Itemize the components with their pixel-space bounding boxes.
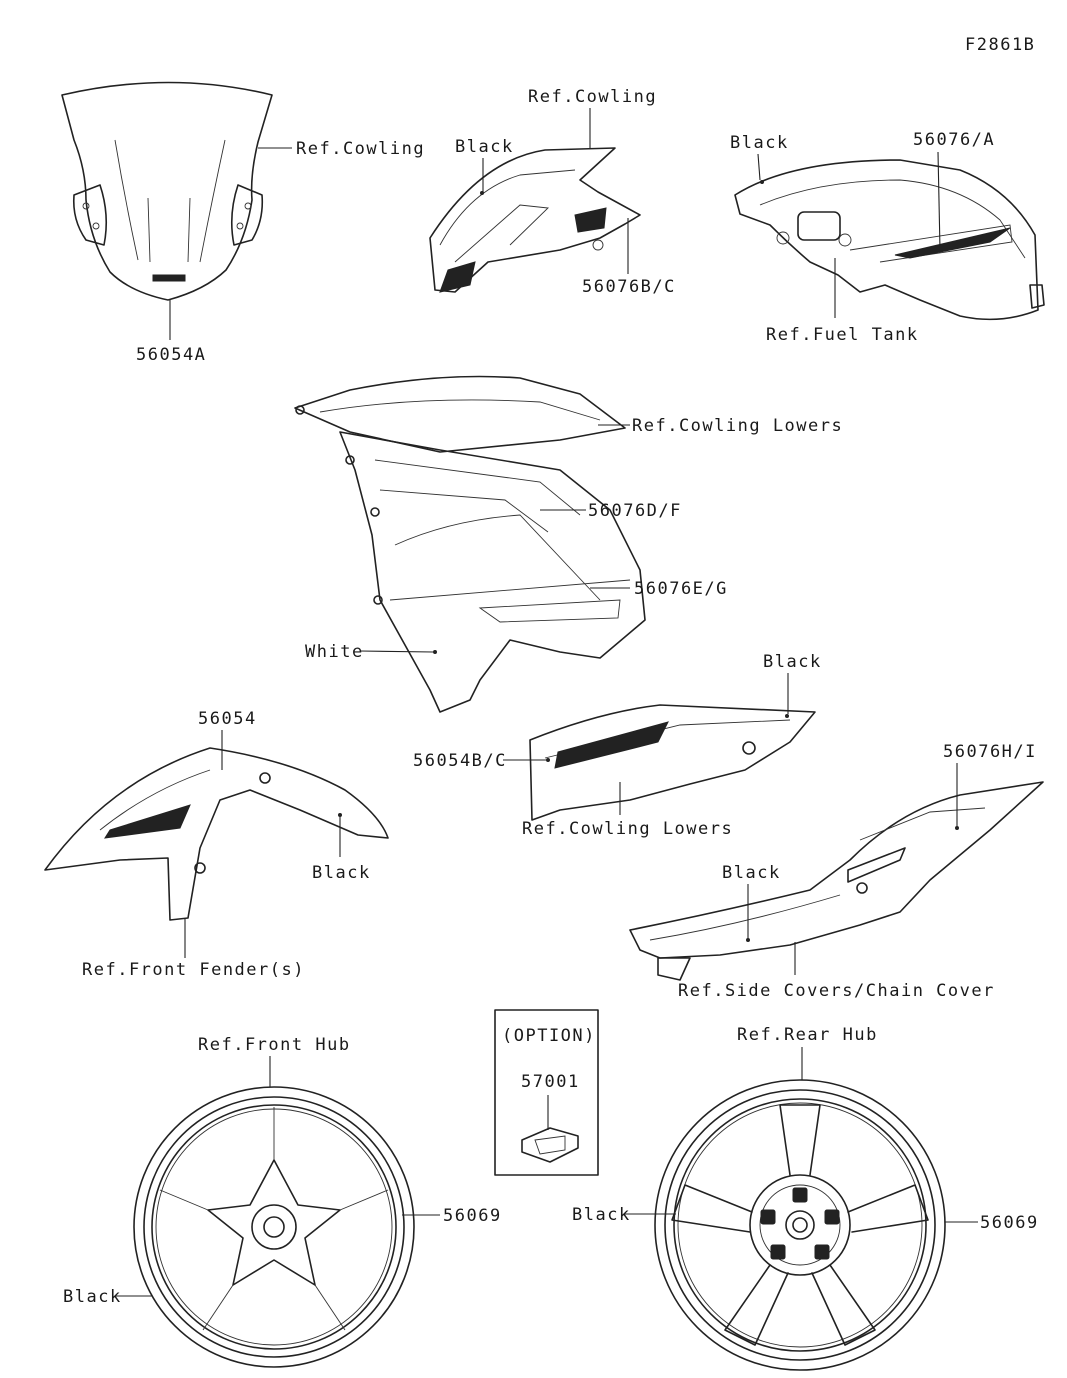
front-fender-color-label: Black: [312, 863, 371, 883]
side-cowl-part-upper-label: 56076D/F: [588, 501, 682, 521]
front-fender-part-label: 56054: [198, 709, 257, 729]
under-cowl-part-label: 56054B/C: [413, 751, 507, 771]
side-cowl: [294, 375, 646, 713]
windscreen: [61, 81, 273, 301]
side-cowl-ref-label: Ref.Cowling Lowers: [632, 416, 843, 436]
side-cowl-part-lower-label: 56076E/G: [634, 579, 728, 599]
upper-cowl-part-label: 56076B/C: [582, 277, 676, 297]
front-wheel: [133, 1086, 415, 1368]
tail-cover-color-label: Black: [722, 863, 781, 883]
upper-cowl-color-label: Black: [455, 137, 514, 157]
tail-cover-part-label: 56076H/I: [943, 742, 1037, 762]
windscreen-part-label: 56054A: [136, 345, 206, 365]
under-cowl-ref-label: Ref.Cowling Lowers: [522, 819, 733, 839]
side-cowl-color-label: White: [305, 642, 364, 662]
under-cowl: [529, 704, 816, 821]
option-box: [494, 1009, 599, 1176]
rear-wheel-part-label: 56069: [980, 1213, 1039, 1233]
upper-cowl: [429, 147, 641, 293]
fuel-tank-ref-label: Ref.Fuel Tank: [766, 325, 919, 345]
fuel-tank: [734, 159, 1045, 321]
fuel-tank-part-label: 56076/A: [913, 130, 995, 150]
front-fender: [44, 747, 389, 921]
tail-cover-ref-label: Ref.Side Covers/Chain Cover: [678, 981, 995, 1001]
option-box-part-label: 57001: [521, 1072, 580, 1092]
rear-wheel-color-label: Black: [572, 1205, 631, 1225]
rear-wheel: [654, 1079, 946, 1371]
front-fender-ref-label: Ref.Front Fender(s): [82, 960, 305, 980]
figure-id: F2861B: [965, 35, 1035, 55]
under-cowl-color-label: Black: [763, 652, 822, 672]
fuel-tank-color-label: Black: [730, 133, 789, 153]
rear-wheel-ref-label: Ref.Rear Hub: [737, 1025, 878, 1045]
front-wheel-part-label: 56069: [443, 1206, 502, 1226]
front-wheel-color-label: Black: [63, 1287, 122, 1307]
front-wheel-ref-label: Ref.Front Hub: [198, 1035, 351, 1055]
windscreen-ref-label: Ref.Cowling: [296, 139, 425, 159]
upper-cowl-ref-label: Ref.Cowling: [528, 87, 657, 107]
tail-cover: [629, 781, 1044, 981]
option-box-title: (OPTION): [502, 1026, 596, 1046]
